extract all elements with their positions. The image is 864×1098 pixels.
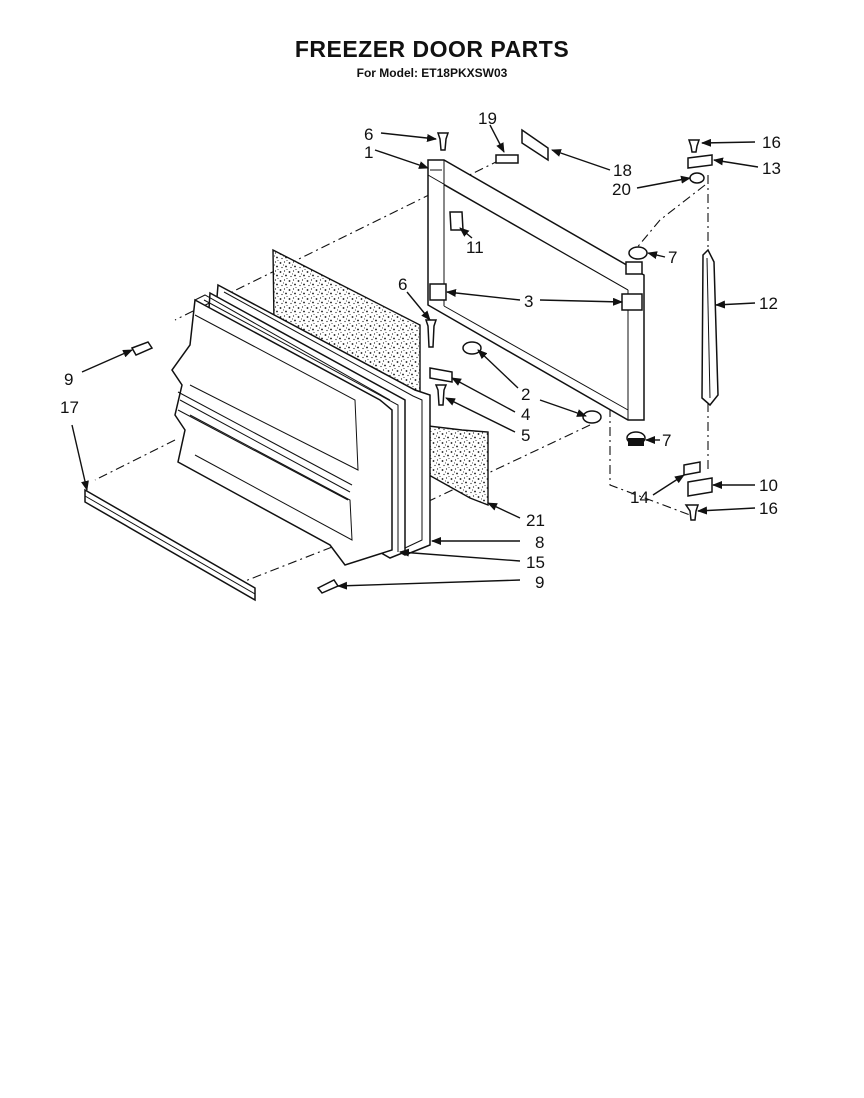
callout-15: 15 [526,553,545,572]
callout-16-bottom: 16 [759,499,778,518]
callout-3: 3 [524,292,533,311]
door-frame-part-1 [427,159,645,421]
callout-12: 12 [759,294,778,313]
callout-16-top: 16 [762,133,781,152]
callout-7-bottom: 7 [662,431,671,450]
callout-18: 18 [613,161,632,180]
callout-6-mid: 6 [398,275,407,294]
callout-labels: 6 1 19 18 11 16 13 20 7 12 3 6 2 4 5 7 1… [60,109,781,592]
page-title: FREEZER DOOR PARTS [294,36,570,62]
callout-20: 20 [612,180,631,199]
callout-19: 19 [478,109,497,128]
callout-7-top: 7 [668,248,677,267]
gasket-part-17 [84,488,256,602]
callout-4: 4 [521,405,530,424]
callout-13: 13 [762,159,781,178]
callout-11: 11 [466,238,484,257]
callout-6-top: 6 [364,125,373,144]
callout-1: 1 [364,143,373,162]
callout-5: 5 [521,426,530,445]
callout-10: 10 [759,476,778,495]
door-liner [171,294,393,566]
callout-14: 14 [630,488,649,507]
callout-9-left: 9 [64,370,73,389]
model-subtitle: For Model: ET18PKXSW03 [356,66,508,80]
callout-17: 17 [60,398,79,417]
callout-9-bottom: 9 [535,573,544,592]
callout-21: 21 [526,511,545,530]
hinge-strip-part-12 [701,248,719,407]
callout-8: 8 [535,533,544,552]
leader-lines [71,124,759,590]
hardware-parts [130,128,713,594]
callout-2: 2 [521,385,530,404]
